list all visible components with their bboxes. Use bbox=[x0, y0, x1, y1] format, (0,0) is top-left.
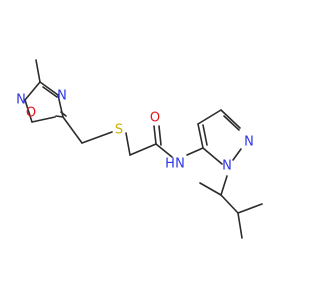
bond bbox=[81, 131, 113, 144]
bond bbox=[125, 132, 131, 156]
bond-lines bbox=[24, 59, 263, 239]
atom-oxygen-ring: O bbox=[26, 106, 36, 121]
bond bbox=[202, 124, 208, 146]
bond bbox=[220, 109, 241, 129]
atom-sulfur: S bbox=[115, 123, 123, 138]
molecule-structure-diagram: O N N S O N H N N bbox=[16, 59, 263, 239]
atom-nitrogen-amide: N bbox=[175, 157, 185, 172]
atom-hydrogen-amide: H bbox=[165, 157, 175, 172]
atom-nitrogen-pyrazole-1: N bbox=[222, 159, 232, 174]
bond bbox=[35, 59, 41, 83]
bond bbox=[39, 81, 59, 96]
bond bbox=[155, 143, 173, 158]
bond bbox=[237, 203, 263, 214]
bond bbox=[197, 123, 204, 149]
bond bbox=[24, 99, 33, 123]
atom-labels: O N N S O N H N N bbox=[16, 89, 254, 174]
bond bbox=[199, 182, 222, 196]
bond bbox=[202, 147, 223, 165]
bond bbox=[186, 147, 204, 156]
bond bbox=[24, 81, 41, 101]
bond bbox=[220, 194, 239, 214]
bond bbox=[237, 212, 243, 239]
bond bbox=[129, 143, 157, 156]
bond bbox=[220, 175, 228, 196]
atom-nitrogen-ring-right: N bbox=[57, 89, 67, 104]
bond bbox=[62, 116, 83, 144]
atom-nitrogen-pyrazole-2: N bbox=[244, 135, 254, 150]
bond bbox=[197, 109, 222, 125]
bond bbox=[223, 115, 240, 131]
bond bbox=[153, 125, 157, 145]
bond bbox=[232, 148, 242, 161]
atom-nitrogen-ring-top: N bbox=[16, 93, 26, 108]
bond bbox=[158, 125, 162, 146]
bond bbox=[31, 116, 56, 123]
bond bbox=[42, 86, 58, 98]
bond bbox=[60, 111, 67, 117]
atom-oxygen-carbonyl: O bbox=[150, 111, 160, 126]
bond bbox=[55, 115, 64, 118]
